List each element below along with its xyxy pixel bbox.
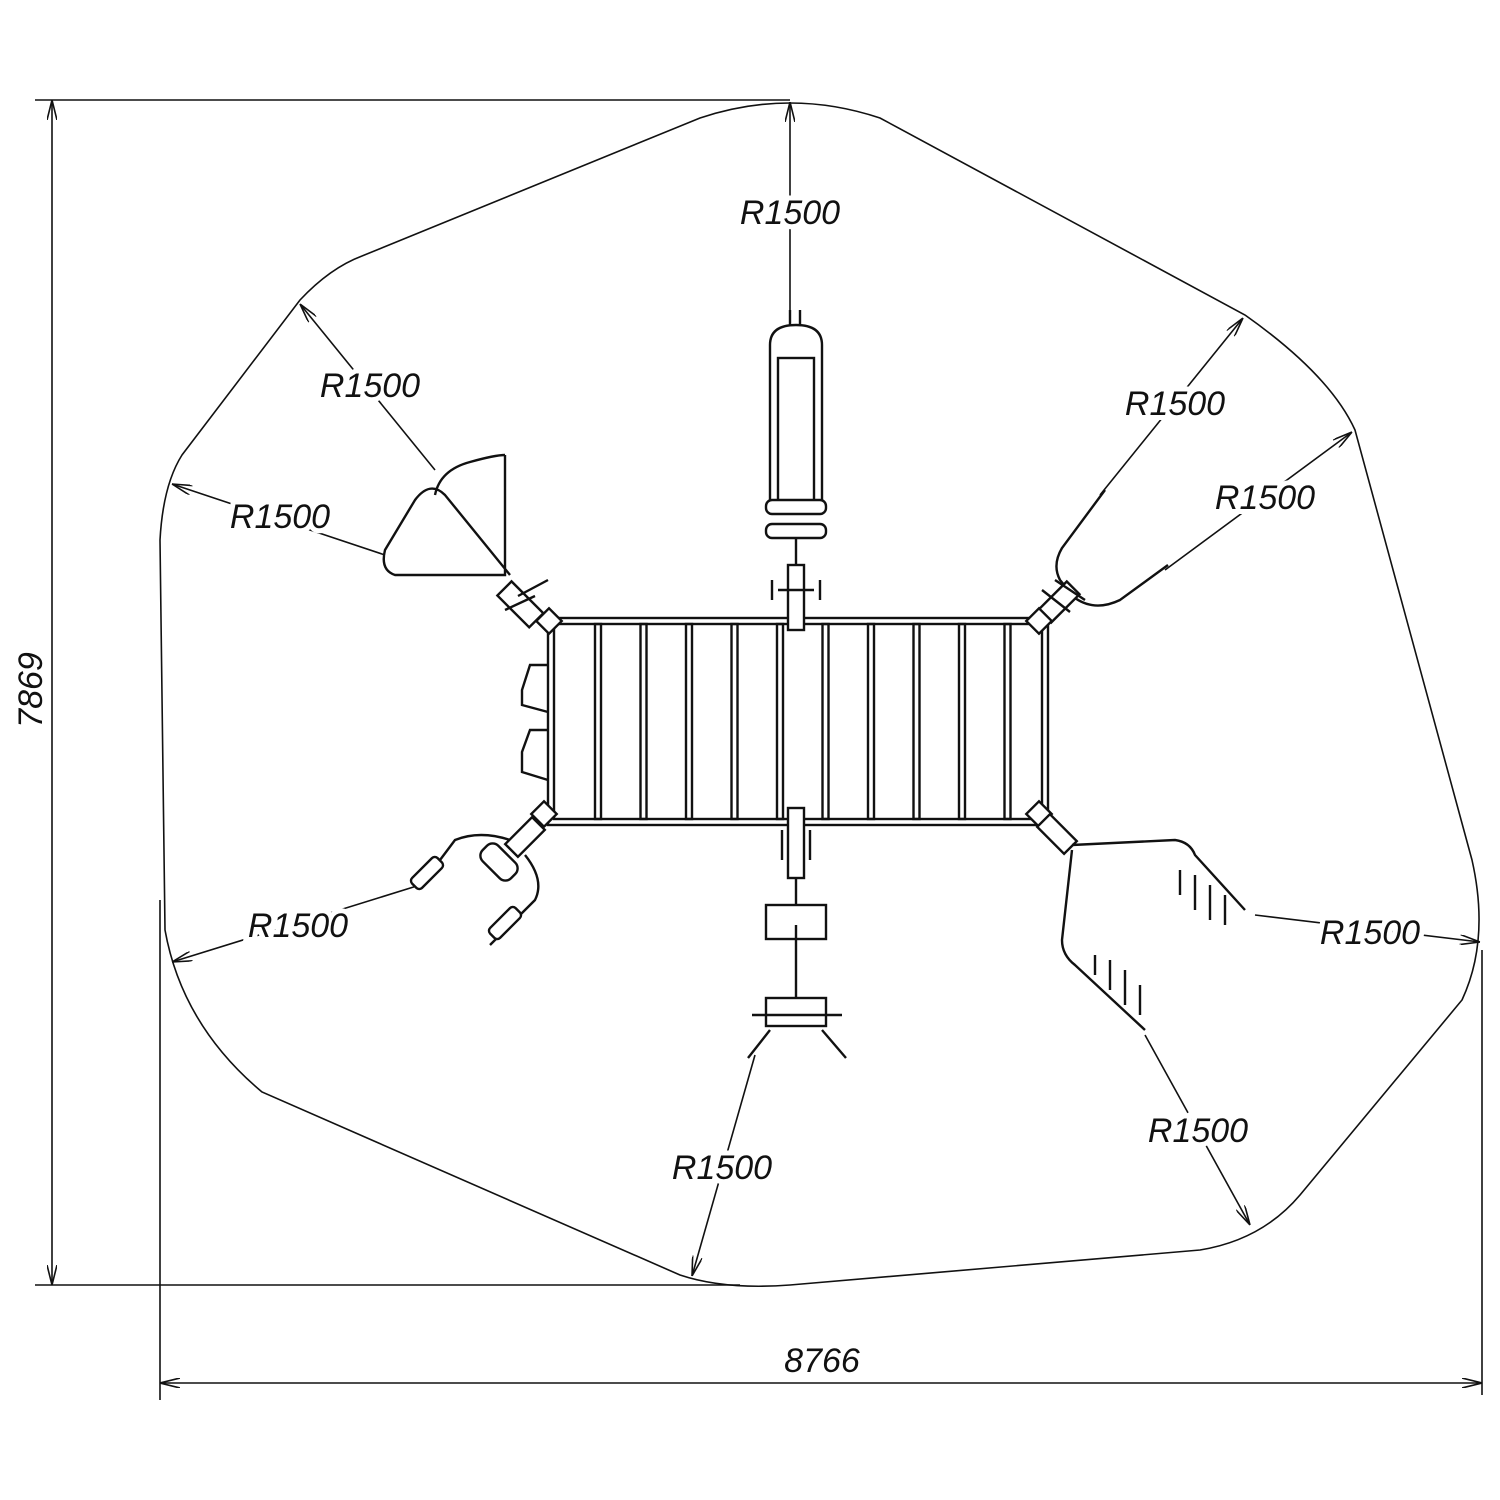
radius-label-left: R1500 [230,498,330,536]
equipment-upper-left [382,453,564,636]
ladder-rung [730,622,739,821]
ladder-rung [957,622,967,821]
ladder-frame [520,616,1050,827]
ladder-rung [639,622,648,821]
radius-label-top: R1500 [740,194,840,232]
equipment-lower-left [409,799,559,946]
radius-leaders [172,102,1480,1276]
width-dimension: 8766 [159,900,1483,1400]
height-dimension: 7869 [7,99,790,1286]
ladder-rung [866,622,876,821]
equipment-upper-right [1024,489,1169,636]
equipment-lower-right [1024,799,1246,1031]
ladder-rung [684,622,694,821]
safety-zone-outline [159,102,1480,1288]
radius-label-right: R1500 [1215,479,1315,517]
ladder-rung [593,622,603,821]
equipment-bottom [747,806,847,1059]
radius-label-lower-left: R1500 [248,907,348,945]
radius-label-upper-left: R1500 [320,367,420,405]
width-dimension-label: 8766 [784,1342,860,1380]
ladder-rung [1003,622,1012,821]
radius-label-lower-right: R1500 [1320,914,1420,952]
radius-label-bottom-right: R1500 [1148,1112,1248,1150]
height-dimension-label: 7869 [12,652,50,728]
ladder-rung [912,622,921,821]
radius-label-upper-right: R1500 [1125,385,1225,423]
radius-label-bottom: R1500 [672,1149,772,1187]
ladder-rung [775,622,785,821]
ladder-rung [821,622,830,821]
equipment-top [764,310,828,632]
